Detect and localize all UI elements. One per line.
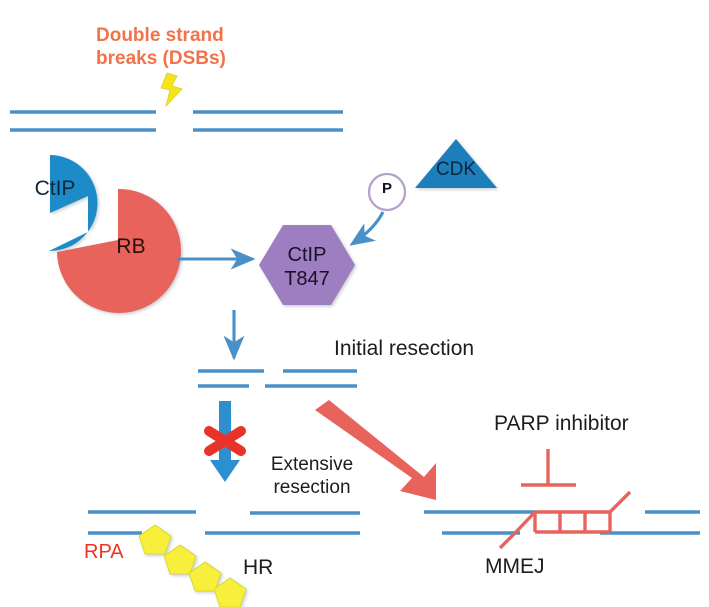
arrow-phospho-to-hexagon	[349, 211, 385, 246]
parp-inhibitor-label: PARP inhibitor	[494, 412, 629, 435]
arrow-to-mmej	[315, 400, 436, 500]
phosphate-circle	[367, 172, 407, 212]
ctip-protein-shape	[49, 155, 98, 252]
extensive-resection-label: Extensive resection	[270, 454, 354, 499]
parp-inhibitor-symbol	[521, 449, 576, 487]
ctip-t847-label: CtIP T847	[284, 244, 330, 291]
rpa-label: RPA	[84, 541, 124, 563]
mmej-label: MMEJ	[485, 555, 545, 578]
lightning-bolt-icon	[160, 72, 183, 108]
dna-hr-product	[88, 510, 360, 535]
rb-label: RB	[116, 235, 146, 258]
ctip-t847-hexagon	[259, 225, 355, 305]
cdk-triangle-shape	[415, 139, 497, 188]
dna-initial-resection	[198, 369, 357, 388]
phosphate-label: P	[381, 180, 392, 197]
dsb-label: Double strand breaks (DSBs)	[96, 25, 226, 70]
initial-resection-label: Initial resection	[334, 337, 475, 360]
dna-broken-duplex	[10, 110, 343, 132]
cdk-label: CDK	[435, 159, 477, 180]
dna-mmej-product	[424, 510, 700, 535]
mmej-microhomology-ladder	[498, 490, 632, 550]
hr-label: HR	[243, 556, 274, 579]
block-x-icon	[204, 426, 246, 456]
rb-protein-shape	[57, 188, 182, 314]
ctip-label: CtIP	[34, 177, 76, 200]
rpa-pentagon-chain	[138, 524, 247, 607]
